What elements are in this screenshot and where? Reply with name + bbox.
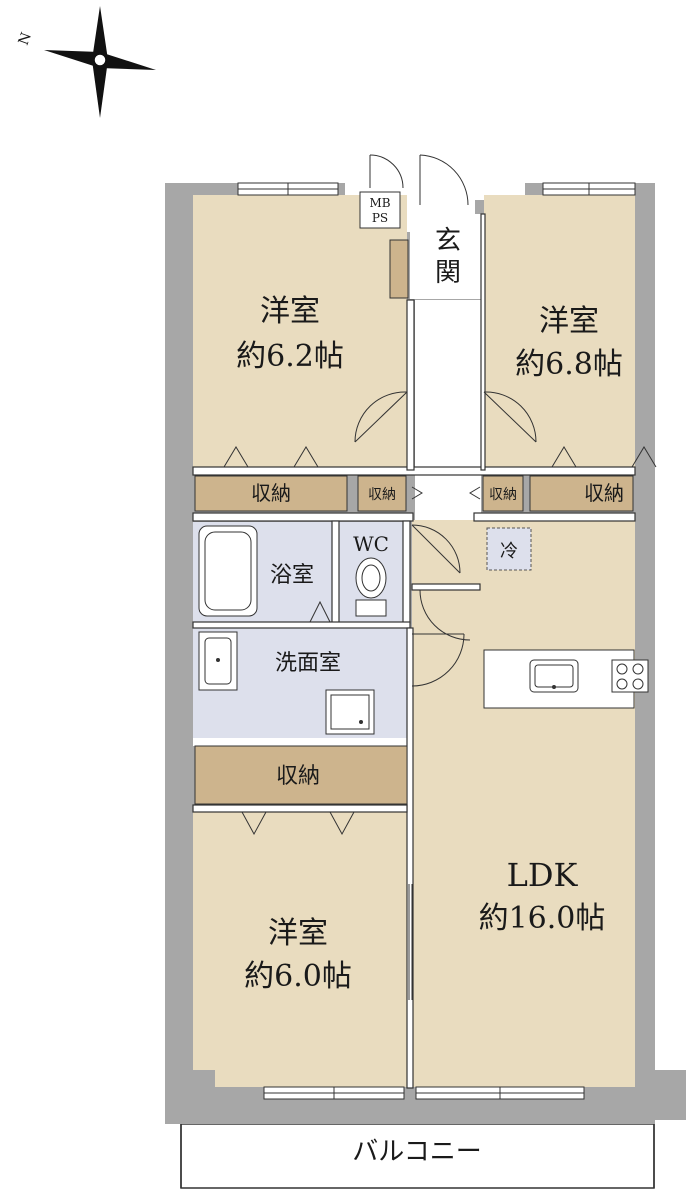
bathroom-label: 浴室 (270, 563, 314, 588)
bathtub-icon (198, 525, 258, 617)
balcony-label: バルコニー (352, 1137, 481, 1167)
compass-rose-icon (44, 6, 156, 118)
western-room-ne-name: 洋室 (539, 304, 599, 339)
interior-walls (192, 213, 636, 1089)
entrance-floor (410, 214, 483, 299)
toilet-label: WC (353, 532, 389, 556)
door-swings (223, 154, 657, 1000)
windows (237, 182, 636, 1100)
entrance-label-bottom: 関 (435, 258, 461, 288)
closet-small-right (482, 475, 524, 512)
closet-nw-label: 収納 (251, 481, 291, 505)
western-room-ne-size: 約6.8帖 (515, 347, 623, 382)
closet-ne (529, 475, 634, 512)
closet-small-left-label: 収納 (368, 487, 396, 503)
closet-sw (194, 745, 408, 805)
balcony-area (180, 1110, 655, 1189)
closet-ne-label: 収納 (584, 481, 624, 505)
western-room-ne-floor (484, 195, 635, 468)
compass-north-label: N (16, 30, 35, 47)
meter-box-label-ps: PS (372, 211, 388, 225)
wash-basin-icon (198, 631, 238, 691)
fridge-space (486, 527, 532, 571)
corridor-lower-floor (193, 738, 407, 746)
western-room-nw-name: 洋室 (260, 294, 320, 329)
ldk-size: 約16.0帖 (479, 901, 606, 936)
closet-small-left (357, 475, 407, 512)
washroom-label: 洗面室 (275, 651, 341, 676)
stove-icon (611, 659, 649, 693)
western-room-nw-floor (193, 195, 407, 468)
western-room-sw-floor (193, 812, 407, 1087)
corner-pillars (165, 1070, 686, 1120)
closet-sw-label: 収納 (276, 764, 320, 789)
ldk-floor (412, 520, 635, 1087)
western-room-nw-size: 約6.2帖 (236, 339, 344, 374)
kitchen-counter (483, 649, 635, 709)
meter-box (359, 191, 401, 229)
closet-small-right-label: 収納 (489, 487, 517, 503)
western-room-sw-size: 約6.0帖 (244, 959, 352, 994)
toilet-icon (355, 557, 387, 617)
meter-box-label-mb: MB (369, 196, 390, 210)
entrance-label-top: 玄 (435, 226, 461, 256)
western-room-sw-name: 洋室 (268, 916, 328, 951)
washing-machine-pan-icon (325, 689, 375, 735)
shoe-cabinet (389, 239, 409, 299)
closet-nw (194, 475, 348, 512)
fridge-label: 冷 (500, 541, 518, 562)
ldk-name: LDK (507, 856, 579, 894)
